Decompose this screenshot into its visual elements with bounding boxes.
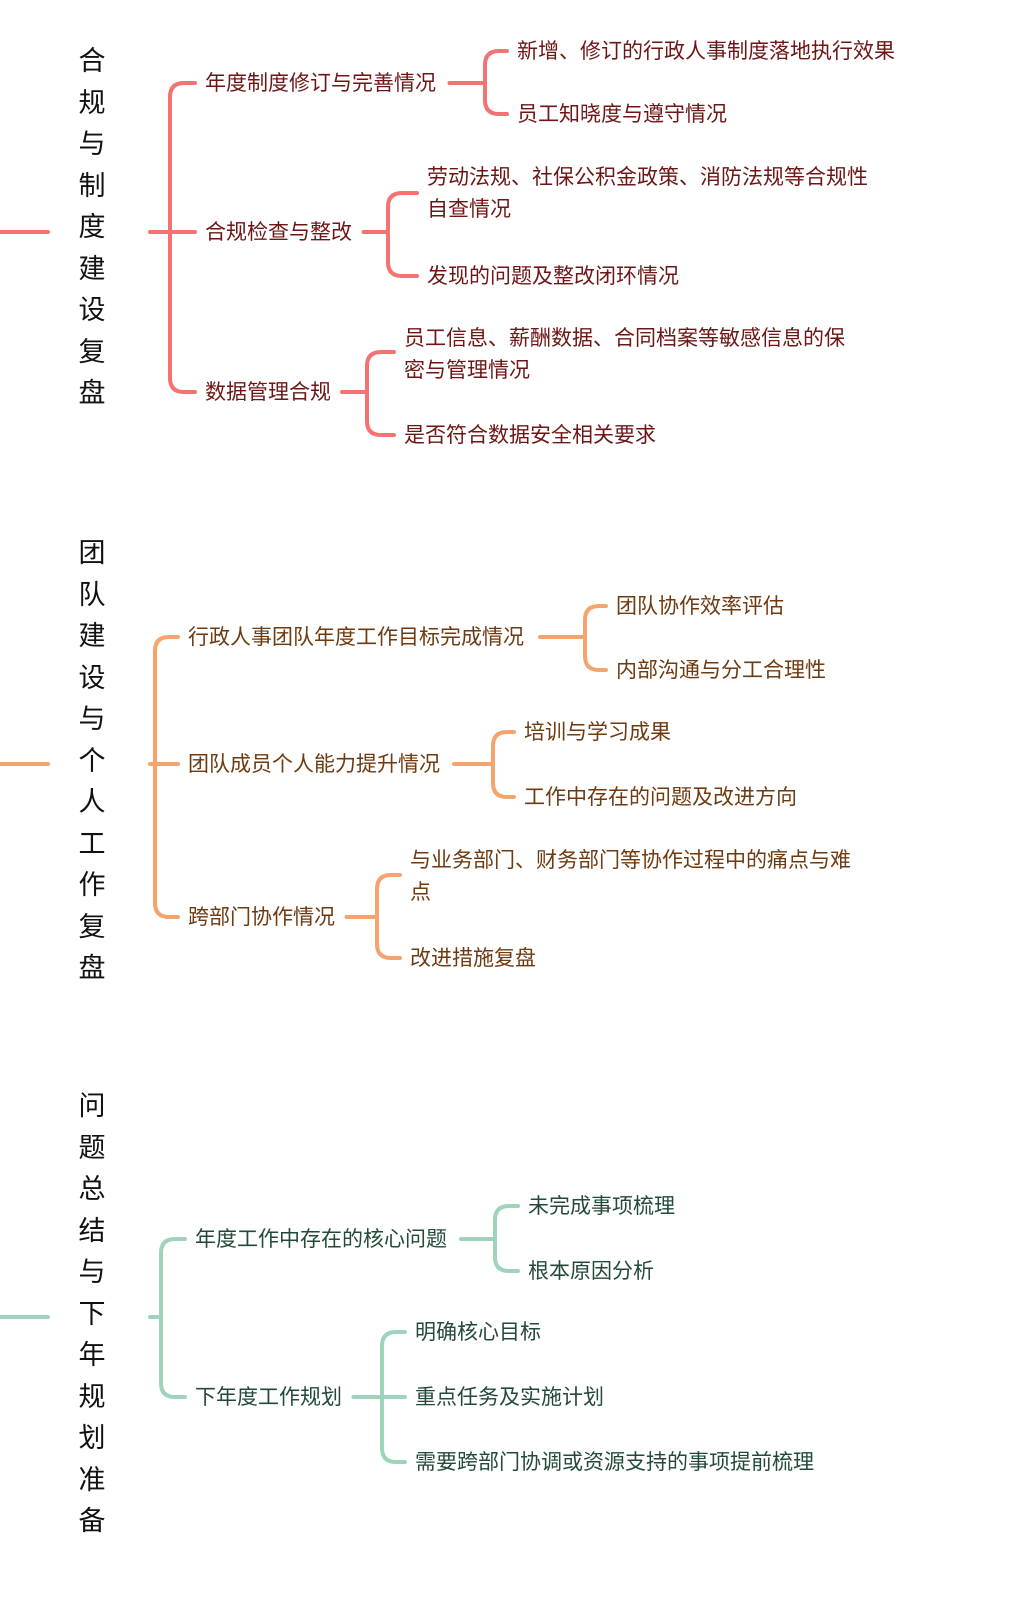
leaf-node-line: 劳动法规、社保公积金政策、消防法规等合规性 bbox=[427, 165, 868, 189]
branch-node[interactable]: 年度制度修订与完善情况 bbox=[205, 71, 436, 95]
connector-line bbox=[491, 730, 516, 799]
branch-node[interactable]: 团队成员个人能力提升情况 bbox=[188, 752, 440, 776]
leaf-node[interactable]: 需要跨部门协调或资源支持的事项提前梳理 bbox=[415, 1450, 814, 1474]
leaf-node-line: 员工信息、薪酬数据、合同档案等敏感信息的保 bbox=[404, 326, 845, 350]
connector-line bbox=[583, 604, 608, 672]
leaf-node[interactable]: 团队协作效率评估 bbox=[616, 594, 784, 618]
section-title-char: 个 bbox=[78, 745, 106, 777]
branch-node[interactable]: 下年度工作规划 bbox=[195, 1385, 342, 1409]
section-title-char: 题 bbox=[78, 1132, 106, 1164]
section-title-char: 团 bbox=[78, 538, 106, 569]
branch-node[interactable]: 跨部门协作情况 bbox=[188, 905, 335, 929]
leaf-node[interactable]: 员工知晓度与遵守情况 bbox=[517, 102, 727, 126]
section-title-char: 设 bbox=[78, 295, 106, 326]
leaf-node[interactable]: 培训与学习成果 bbox=[524, 720, 671, 744]
section-title-char: 建 bbox=[78, 253, 106, 285]
connector-line bbox=[386, 191, 419, 278]
section-title-char: 准 bbox=[78, 1464, 106, 1496]
section-title-char: 盘 bbox=[78, 953, 106, 984]
connector-line bbox=[380, 1330, 407, 1464]
connector-line bbox=[153, 635, 180, 919]
section-title-char: 与 bbox=[78, 1257, 106, 1288]
leaf-node[interactable]: 员工信息、薪酬数据、合同档案等敏感信息的保密与管理情况 bbox=[404, 322, 845, 386]
connector-line bbox=[168, 81, 197, 394]
section-title-char: 复 bbox=[78, 336, 106, 368]
branch-node[interactable]: 年度工作中存在的核心问题 bbox=[195, 1227, 447, 1251]
leaf-node[interactable]: 发现的问题及整改闭环情况 bbox=[427, 264, 679, 288]
section-title-char: 合 bbox=[78, 46, 106, 77]
leaf-node[interactable]: 是否符合数据安全相关要求 bbox=[404, 423, 656, 447]
section-title-char: 规 bbox=[78, 1381, 106, 1413]
leaf-node[interactable]: 内部沟通与分工合理性 bbox=[616, 658, 826, 682]
branch-node[interactable]: 数据管理合规 bbox=[205, 380, 331, 404]
section-title-char: 队 bbox=[78, 579, 106, 611]
leaf-node[interactable]: 与业务部门、财务部门等协作过程中的痛点与难点 bbox=[410, 844, 851, 908]
section-title-team[interactable]: 团队建设与个人工作复盘 bbox=[75, 540, 109, 997]
section-title-char: 年 bbox=[78, 1340, 106, 1371]
connector-line bbox=[375, 873, 402, 960]
section-title-char: 下 bbox=[78, 1298, 106, 1330]
section-title-char: 作 bbox=[78, 870, 106, 901]
section-title-char: 设 bbox=[78, 662, 106, 694]
connector-line bbox=[493, 1204, 520, 1273]
leaf-node[interactable]: 根本原因分析 bbox=[528, 1259, 654, 1283]
section-title-char: 度 bbox=[78, 212, 106, 243]
leaf-node-line: 点 bbox=[410, 880, 431, 904]
leaf-node-line: 密与管理情况 bbox=[404, 358, 530, 382]
leaf-node[interactable]: 劳动法规、社保公积金政策、消防法规等合规性自查情况 bbox=[427, 161, 868, 225]
section-title-char: 复 bbox=[78, 911, 106, 943]
leaf-node[interactable]: 新增、修订的行政人事制度落地执行效果 bbox=[517, 39, 895, 63]
section-title-char: 划 bbox=[78, 1423, 106, 1454]
section-title-char: 备 bbox=[78, 1506, 106, 1537]
section-title-char: 建 bbox=[78, 621, 106, 652]
leaf-node-line: 与业务部门、财务部门等协作过程中的痛点与难 bbox=[410, 848, 851, 872]
section-title-char: 盘 bbox=[78, 378, 106, 409]
leaf-node[interactable]: 明确核心目标 bbox=[415, 1320, 541, 1344]
connector-line bbox=[159, 1237, 187, 1399]
leaf-node[interactable]: 重点任务及实施计划 bbox=[415, 1385, 604, 1409]
section-title-char: 结 bbox=[78, 1215, 106, 1247]
section-title-char: 工 bbox=[78, 828, 106, 860]
section-title-char: 人 bbox=[78, 787, 106, 818]
section-title-char: 问 bbox=[78, 1091, 106, 1122]
section-title-planning[interactable]: 问题总结与下年规划准备 bbox=[75, 1093, 109, 1550]
section-title-char: 规 bbox=[78, 87, 106, 119]
branch-node[interactable]: 合规检查与整改 bbox=[205, 220, 352, 244]
section-title-char: 制 bbox=[78, 170, 106, 202]
section-title-char: 与 bbox=[78, 704, 106, 735]
connector-line bbox=[483, 49, 509, 116]
leaf-node[interactable]: 未完成事项梳理 bbox=[528, 1194, 675, 1218]
section-title-char: 总 bbox=[78, 1174, 106, 1205]
leaf-node-line: 自查情况 bbox=[427, 197, 511, 221]
leaf-node[interactable]: 改进措施复盘 bbox=[410, 946, 536, 970]
section-title-compliance[interactable]: 合规与制度建设复盘 bbox=[75, 48, 109, 422]
leaf-node[interactable]: 工作中存在的问题及改进方向 bbox=[524, 785, 797, 809]
connector-line bbox=[365, 350, 396, 437]
section-title-char: 与 bbox=[78, 129, 106, 160]
branch-node[interactable]: 行政人事团队年度工作目标完成情况 bbox=[188, 625, 524, 649]
